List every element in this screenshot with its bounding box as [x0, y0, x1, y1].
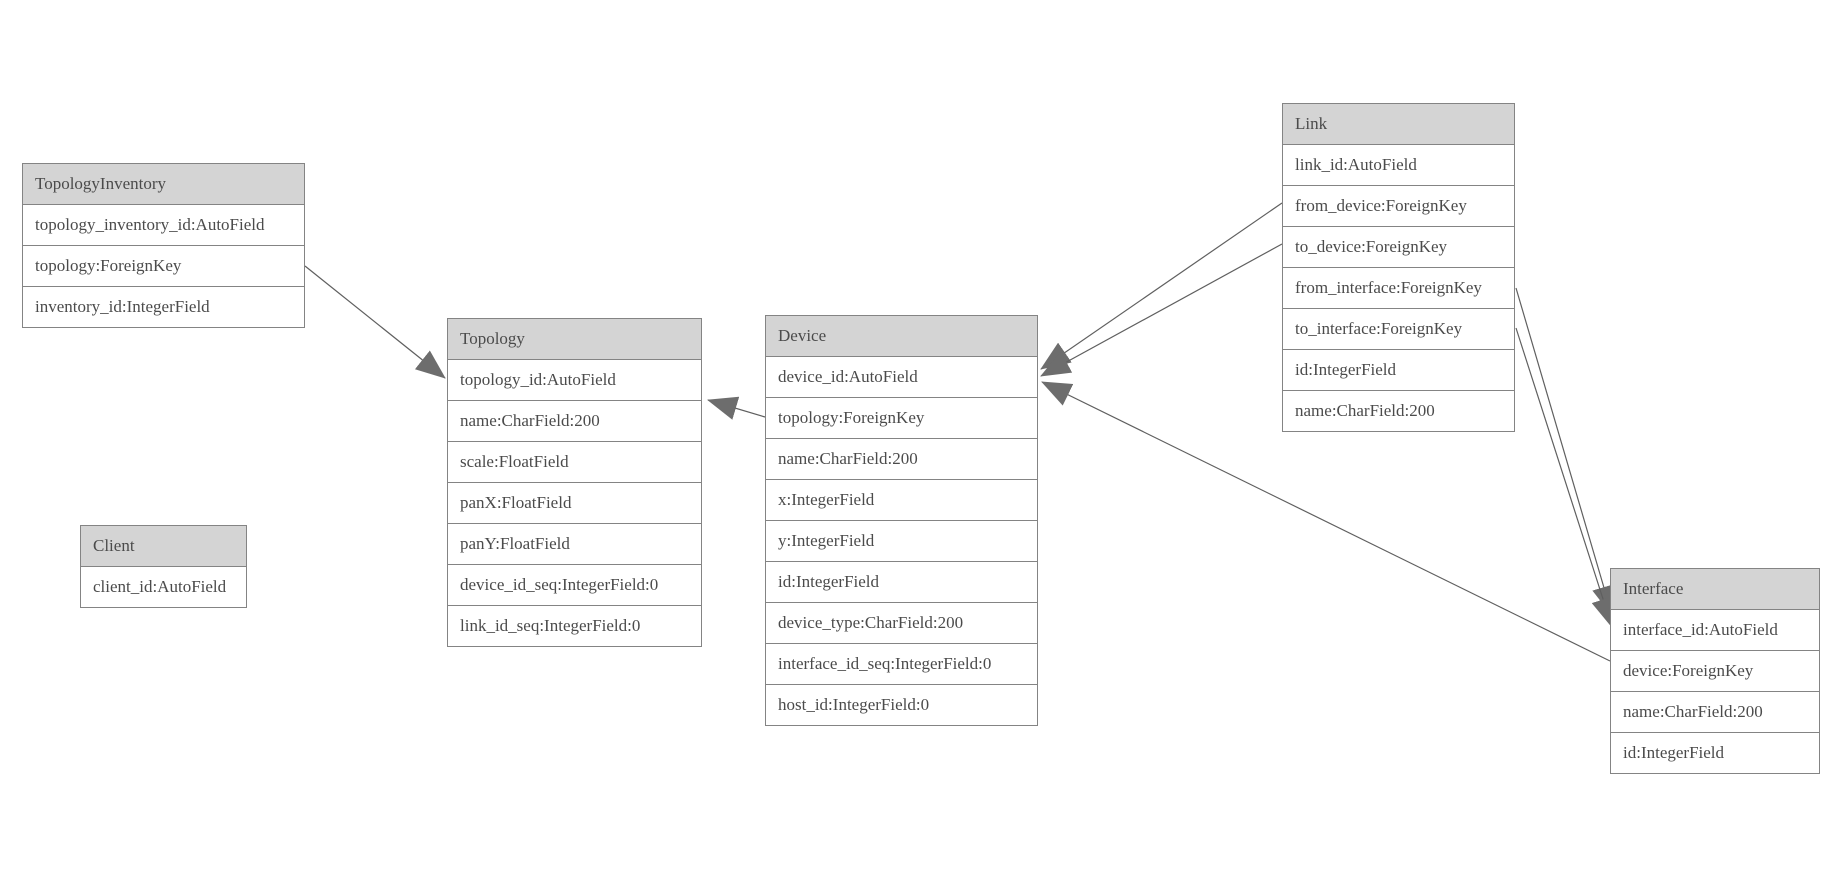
field-row: host_id:IntegerField:0	[766, 684, 1037, 725]
field-row: name:CharField:200	[1611, 691, 1819, 732]
field-row: name:CharField:200	[766, 438, 1037, 479]
field-row: inventory_id:IntegerField	[23, 286, 304, 327]
entity-link-title: Link	[1283, 104, 1514, 145]
edge-link-frominterface-interface: Link.from_interface -> Interface.interfa…	[1515, 287, 1616, 616]
edge-link-todevice-device: Link.to_device -> Device.device_id	[1040, 243, 1283, 377]
field-row: id:IntegerField	[766, 561, 1037, 602]
field-row: device_type:CharField:200	[766, 602, 1037, 643]
edge-link-tointerface-interface: Link.to_interface -> Interface.interface…	[1515, 327, 1615, 628]
edge-device-topology: Device.topology -> Topology.topology_id	[707, 396, 766, 420]
edge-link-fromdevice-device: Link.from_device -> Device.device_id	[1040, 202, 1283, 370]
field-row: device_id_seq:IntegerField:0	[448, 564, 701, 605]
field-row: y:IntegerField	[766, 520, 1037, 561]
field-row: topology:ForeignKey	[23, 245, 304, 286]
field-row: from_interface:ForeignKey	[1283, 267, 1514, 308]
field-row: client_id:AutoField	[81, 567, 246, 607]
field-row: name:CharField:200	[1283, 390, 1514, 431]
entity-client: Client client_id:AutoField	[80, 525, 247, 608]
field-row: topology_inventory_id:AutoField	[23, 205, 304, 245]
field-row: name:CharField:200	[448, 400, 701, 441]
entity-interface-title: Interface	[1611, 569, 1819, 610]
entity-topology-inventory: TopologyInventory topology_inventory_id:…	[22, 163, 305, 328]
field-row: id:IntegerField	[1611, 732, 1819, 773]
field-row: topology_id:AutoField	[448, 360, 701, 400]
field-row: panX:FloatField	[448, 482, 701, 523]
entity-topology-title: Topology	[448, 319, 701, 360]
field-row: x:IntegerField	[766, 479, 1037, 520]
field-row: from_device:ForeignKey	[1283, 185, 1514, 226]
field-row: link_id_seq:IntegerField:0	[448, 605, 701, 646]
field-row: scale:FloatField	[448, 441, 701, 482]
edge-topologyinventory-topology: TopologyInventory.topology -> Topology.t…	[304, 265, 446, 379]
field-row: interface_id:AutoField	[1611, 610, 1819, 650]
field-row: device:ForeignKey	[1611, 650, 1819, 691]
field-row: id:IntegerField	[1283, 349, 1514, 390]
field-row: topology:ForeignKey	[766, 397, 1037, 438]
field-row: panY:FloatField	[448, 523, 701, 564]
field-row: to_interface:ForeignKey	[1283, 308, 1514, 349]
field-row: to_device:ForeignKey	[1283, 226, 1514, 267]
entity-client-fields: client_id:AutoField	[81, 567, 246, 607]
field-row: interface_id_seq:IntegerField:0	[766, 643, 1037, 684]
entity-topology-inventory-title: TopologyInventory	[23, 164, 304, 205]
entity-device-title: Device	[766, 316, 1037, 357]
field-row: device_id:AutoField	[766, 357, 1037, 397]
entity-client-title: Client	[81, 526, 246, 567]
field-row: link_id:AutoField	[1283, 145, 1514, 185]
